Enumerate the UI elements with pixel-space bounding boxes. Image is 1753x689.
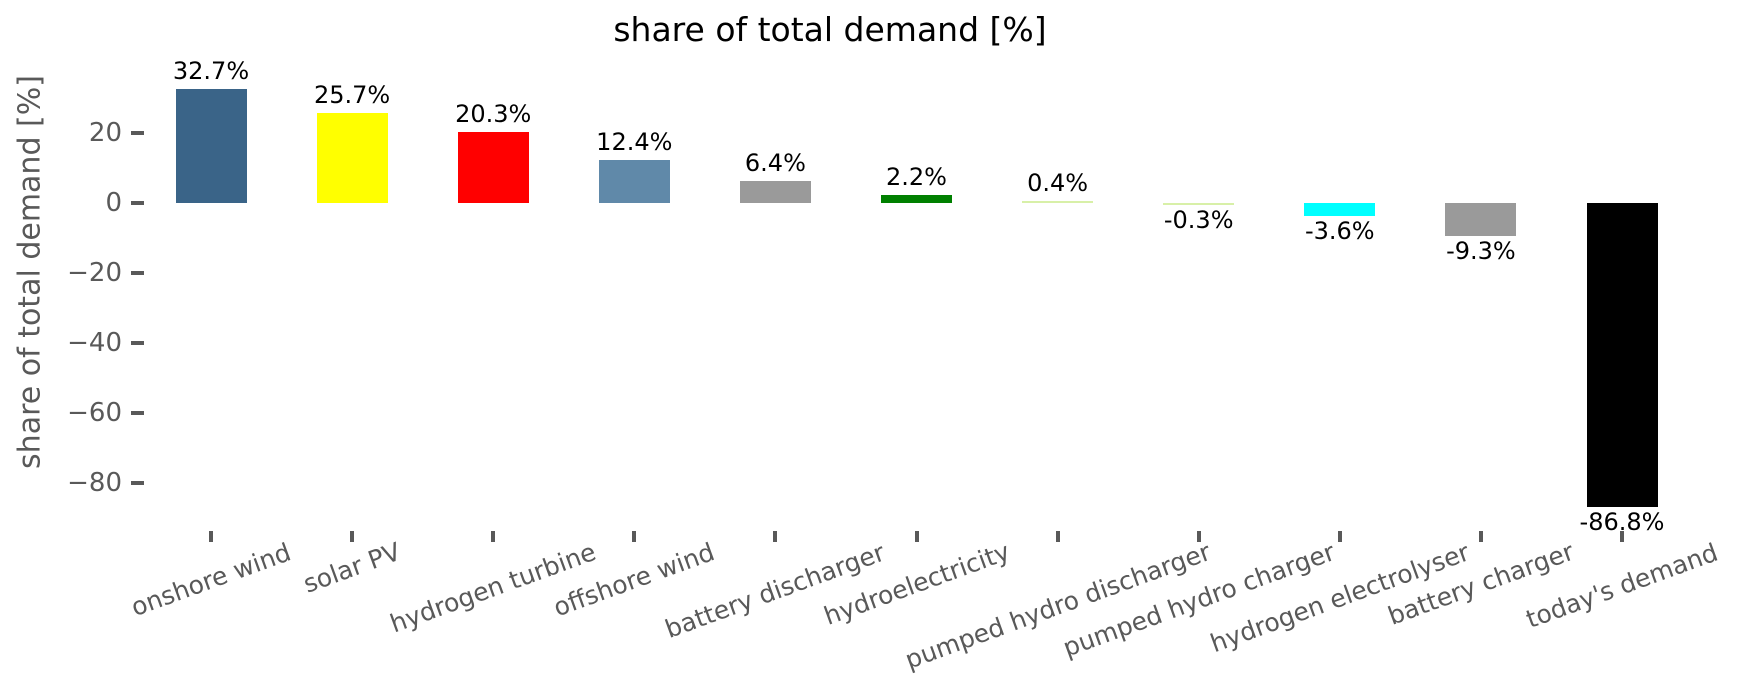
- bar-battery-discharger: [739, 180, 811, 203]
- bar-value-label-today-s-demand: -86.8%: [1579, 507, 1665, 536]
- bar-value-label-hydrogen-turbine: 20.3%: [455, 99, 532, 128]
- bar-onshore-wind: [175, 88, 247, 203]
- bar-value-label-hydroelectricity: 2.2%: [886, 163, 947, 192]
- bar-value-label-hydrogen-electrolyser: -3.6%: [1304, 216, 1375, 245]
- ytick-mark: [131, 411, 144, 415]
- ytick-mark: [131, 341, 144, 345]
- bar-value-label-battery-discharger: 6.4%: [744, 148, 806, 177]
- bar-value-label-offshore-wind: 12.4%: [596, 127, 673, 156]
- ytick-mark: [131, 271, 144, 275]
- xtick-mark: [632, 531, 637, 542]
- bar-value-label-battery-charger: -9.3%: [1446, 236, 1516, 265]
- ytick-label-0: 0: [105, 188, 122, 218]
- bar-value-label-solar-pv: 25.7%: [313, 81, 391, 110]
- ytick-label-60: −60: [67, 398, 122, 428]
- xtick-mark: [1478, 531, 1483, 542]
- ytick-label-40: −40: [67, 328, 122, 358]
- ytick-mark: [131, 131, 144, 135]
- bar-today-s-demand: [1586, 203, 1658, 507]
- xtick-mark: [773, 531, 778, 542]
- xtick-mark: [1055, 531, 1060, 542]
- ytick-label-80: −80: [67, 468, 122, 498]
- xtick-mark: [1337, 531, 1342, 542]
- xtick-mark: [350, 531, 355, 542]
- ytick-mark: [131, 201, 144, 205]
- bar-value-label-pumped-hydro-discharger: 0.4%: [1027, 169, 1089, 197]
- bar-hydrogen-electrolyser: [1304, 203, 1376, 216]
- xtick-mark: [209, 531, 213, 542]
- bar-hydrogen-turbine: [457, 131, 529, 203]
- xtick-mark: [914, 531, 919, 542]
- bar-hydroelectricity: [881, 195, 952, 203]
- bar-pumped-hydro-charger: [1163, 203, 1235, 205]
- bar-value-label-pumped-hydro-charger: -0.3%: [1163, 206, 1234, 234]
- xtick-mark: [1620, 531, 1624, 542]
- xtick-label-solar-pv: solar PV: [299, 537, 405, 599]
- xtick-label-onshore-wind: onshore wind: [127, 537, 295, 622]
- bar-offshore-wind: [598, 159, 670, 203]
- bar-solar-pv: [316, 113, 388, 203]
- bar-value-label-onshore-wind: 32.7%: [172, 56, 250, 85]
- bar-battery-charger: [1445, 203, 1517, 236]
- xtick-mark: [491, 531, 496, 542]
- xtick-mark: [1196, 531, 1201, 542]
- bar-pumped-hydro-discharger: [1022, 201, 1094, 203]
- chart-title: share of total demand [%]: [613, 10, 1047, 49]
- ytick-label-20: −20: [67, 258, 122, 288]
- ytick-label-20: 20: [88, 118, 122, 148]
- ytick-mark: [131, 481, 144, 485]
